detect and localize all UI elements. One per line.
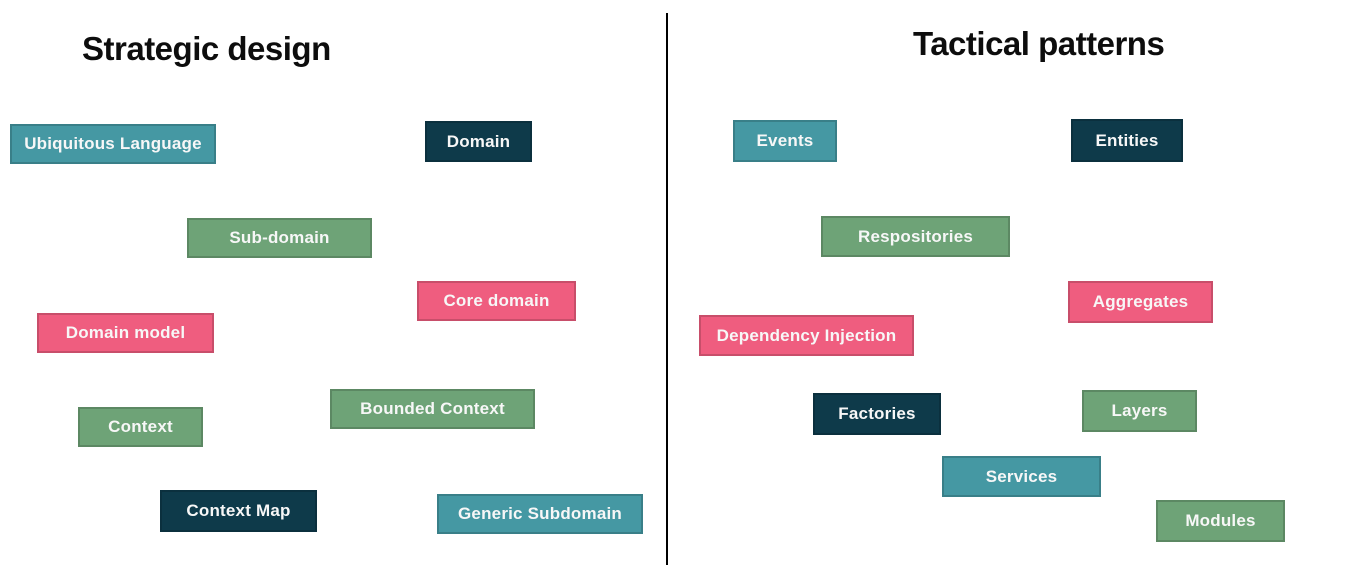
term-box-domain-model: Domain model [37, 313, 214, 353]
term-box-domain: Domain [425, 121, 532, 162]
term-box-generic-subdomain: Generic Subdomain [437, 494, 643, 534]
term-box-aggregates: Aggregates [1068, 281, 1213, 323]
tactical-patterns-title: Tactical patterns [913, 25, 1165, 63]
term-box-services: Services [942, 456, 1101, 497]
term-box-factories: Factories [813, 393, 941, 435]
term-box-entities: Entities [1071, 119, 1183, 162]
term-box-layers: Layers [1082, 390, 1197, 432]
term-box-bounded-context: Bounded Context [330, 389, 535, 429]
term-box-core-domain: Core domain [417, 281, 576, 321]
term-box-sub-domain: Sub-domain [187, 218, 372, 258]
term-box-dependency-injection: Dependency Injection [699, 315, 914, 356]
term-box-context-map: Context Map [160, 490, 317, 532]
term-box-modules: Modules [1156, 500, 1285, 542]
strategic-design-title: Strategic design [82, 30, 331, 68]
term-box-respositories: Respositories [821, 216, 1010, 257]
term-box-context: Context [78, 407, 203, 447]
term-box-ubiquitous-language: Ubiquitous Language [10, 124, 216, 164]
term-box-events: Events [733, 120, 837, 162]
section-divider-line [666, 13, 668, 565]
